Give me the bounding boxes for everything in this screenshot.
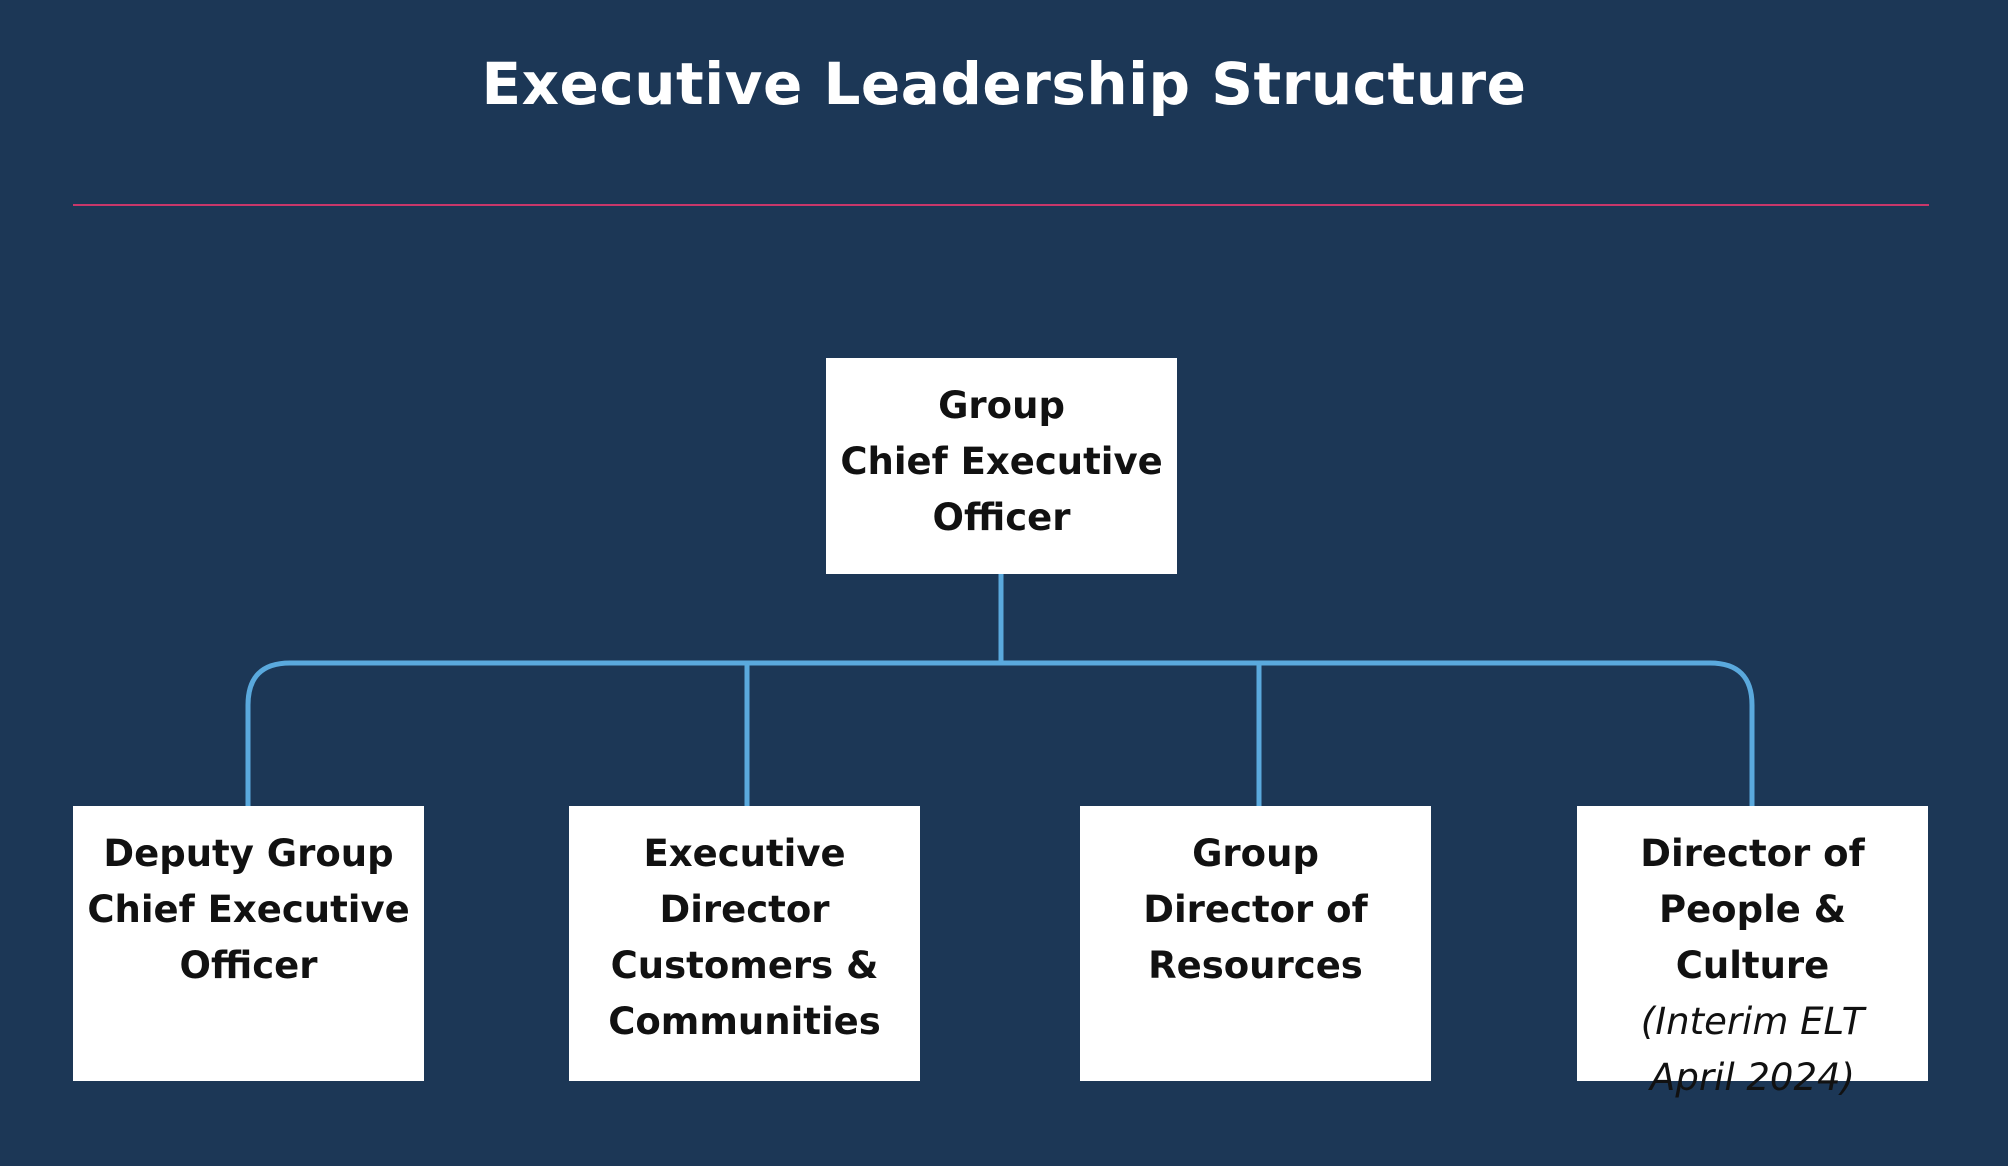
node-label-line: Deputy Group (103, 832, 394, 875)
diagram-title: Executive Leadership Structure (481, 50, 1527, 118)
node-label-line: People & Culture (1658, 888, 1847, 987)
node-deputy-ceo: Deputy Group Chief Executive Officer (73, 806, 424, 1081)
node-label-line: Officer (932, 496, 1071, 539)
node-label-line: Resources (1148, 944, 1363, 987)
node-exec-director-customers: Executive Director Customers & Communiti… (569, 806, 920, 1081)
node-label-line: Executive (643, 832, 846, 875)
node-note-line: (Interim ELT (1640, 1000, 1865, 1043)
node-label-line: Chief Executive (87, 888, 410, 931)
node-label-line: Officer (179, 944, 318, 987)
left-branch-connector (245, 660, 1004, 809)
node-label-line: Director of (1640, 832, 1865, 875)
node-label-line: Customers & (610, 944, 879, 987)
node-note-line: April 2024) (1650, 1056, 1855, 1099)
node-group-ceo: Group Chief Executive Officer (826, 358, 1177, 574)
node-label-line: Communities (608, 1000, 881, 1043)
node-director-people-culture: Director of People & Culture (Interim EL… (1577, 806, 1928, 1099)
node-label-line: Director of (1143, 888, 1368, 931)
node-label-line: Chief Executive (840, 440, 1163, 483)
node-label-line: Group (938, 384, 1065, 427)
title-divider (73, 204, 1929, 206)
node-label-line: Director (659, 888, 830, 931)
node-label-line: Group (1192, 832, 1319, 875)
node-group-director-resources: Group Director of Resources (1080, 806, 1431, 1081)
right-branch-connector (998, 660, 1755, 809)
